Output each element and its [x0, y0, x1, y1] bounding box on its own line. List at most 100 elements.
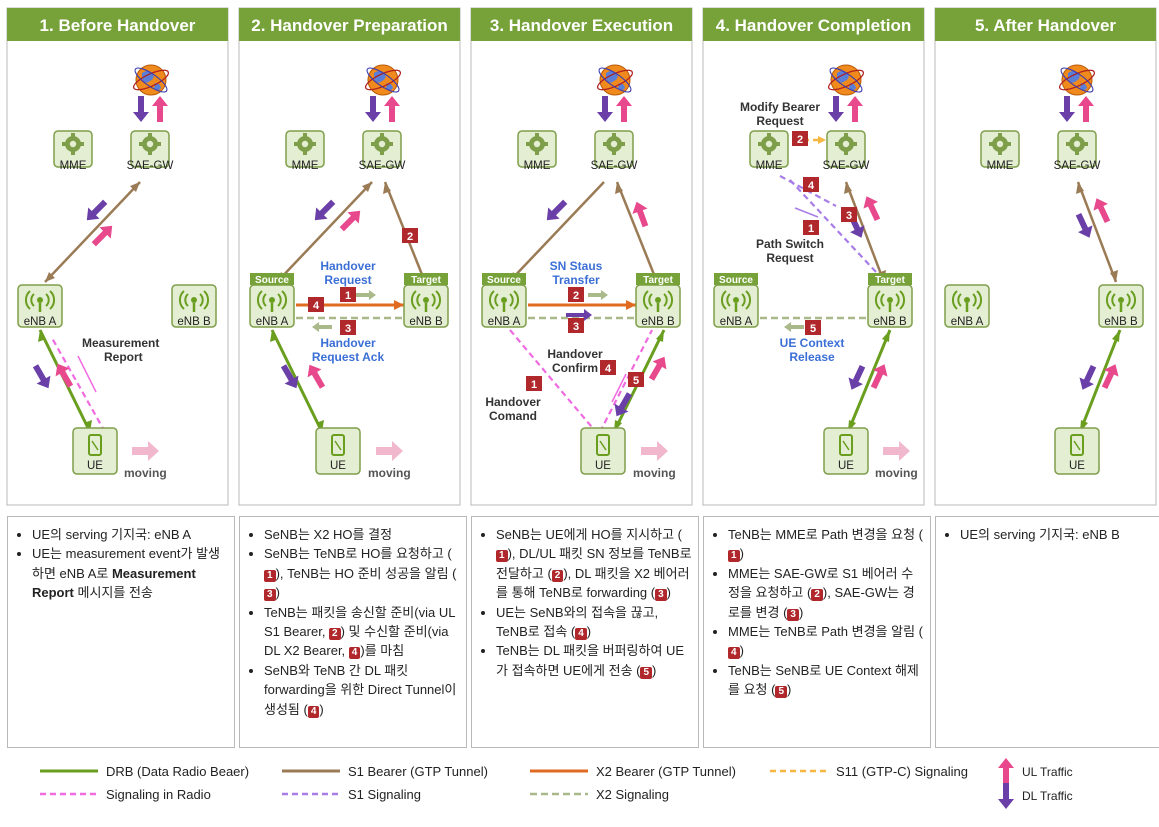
step-badge: 3: [787, 608, 799, 621]
description-list: UE의 serving 기지국: eNB B: [944, 525, 1156, 544]
panel-5-title: 5. After Handover: [975, 16, 1116, 35]
description-box-5: UE의 serving 기지국: eNB B: [935, 516, 1159, 748]
panel-2-title: 2. Handover Preparation: [251, 16, 448, 35]
panel-5-header: [935, 8, 1156, 41]
source-enb-a-node: Source eNB A: [248, 273, 296, 329]
svg-text:eNB B: eNB B: [641, 316, 675, 328]
measurement-label-2: Report: [104, 350, 143, 364]
description-list: SeNB는 X2 HO를 결정SeNB는 TeNB로 HO를 요청하고 (1),…: [248, 525, 460, 719]
step-badge: 4: [575, 628, 587, 641]
mme-node: MME: [517, 130, 557, 172]
s1-bearer-source-line: [276, 181, 373, 283]
svg-text:2: 2: [573, 290, 579, 302]
step-badge: [568, 318, 584, 333]
description-item: SeNB는 TeNB로 HO를 요청하고 (1), TeNB는 HO 준비 성공…: [264, 544, 460, 602]
legend-s1-bearer: S1 Bearer (GTP Tunnel): [282, 764, 488, 779]
mme-node: MME: [53, 130, 93, 172]
svg-text:5: 5: [633, 375, 639, 387]
step-badge: 2: [551, 569, 564, 582]
legend-x2-signaling: X2 Signaling: [530, 787, 669, 802]
handover-confirm-label-1: Handover: [547, 347, 603, 361]
description-item: SeNB는 X2 HO를 결정: [264, 525, 460, 544]
panel-1: 1. Before Handover: [6, 7, 229, 506]
drb-line: [1078, 329, 1122, 433]
step-badge: [340, 287, 356, 302]
step-badge: 1: [264, 569, 276, 582]
description-box-3: SeNB는 UE에게 HO를 지시하고 (1), DL/UL 패킷 SN 정보를…: [471, 516, 699, 748]
step-badge: [402, 228, 418, 243]
step-badge: [803, 177, 819, 192]
svg-text:S1 Bearer (GTP Tunnel): S1 Bearer (GTP Tunnel): [348, 764, 488, 779]
svg-text:Signaling in Radio: Signaling in Radio: [106, 787, 211, 802]
panel-2-diagram: 2 4 1 3 Handover Request Handover Reques…: [248, 63, 450, 480]
svg-text:SAE-GW: SAE-GW: [1054, 160, 1101, 172]
svg-text:UE: UE: [330, 460, 346, 472]
description-item: SeNB는 UE에게 HO를 지시하고 (1), DL/UL 패킷 SN 정보를…: [496, 525, 692, 603]
measurement-label-1: Measurement: [82, 336, 159, 350]
step-badge: [340, 320, 356, 335]
enb-b-node: eNB B: [170, 283, 218, 329]
step-badge: 4: [728, 647, 740, 660]
legend-dl-traffic: DL Traffic: [998, 783, 1073, 809]
legend-radio-signaling: Signaling in Radio: [40, 787, 211, 802]
description-item: TeNB는 SeNB로 UE Context 해제를 요청 (5): [728, 661, 924, 700]
description-item: TeNB는 DL 패킷을 버퍼링하여 UE가 접속하면 UE에게 전송 (5): [496, 641, 692, 680]
mme-node: MME: [749, 130, 789, 172]
svg-text:3: 3: [846, 210, 852, 222]
step-badge: 1: [728, 550, 740, 563]
sae-gw-node: SAE-GW: [591, 130, 637, 172]
enb-a-node: eNB A: [16, 283, 64, 329]
description-item: TeNB는 패킷을 송신할 준비(via UL S1 Bearer, 2) 및 …: [264, 603, 460, 661]
description-list: SeNB는 UE에게 HO를 지시하고 (1), DL/UL 패킷 SN 정보를…: [480, 525, 692, 680]
step-badge: [526, 376, 542, 391]
step-badge: [792, 131, 808, 146]
svg-text:SAE-GW: SAE-GW: [823, 160, 870, 172]
s1-bearer-target-line: [615, 181, 659, 283]
svg-text:eNB B: eNB B: [1104, 316, 1138, 328]
target-enb-b-node: Target eNB B: [866, 273, 914, 329]
description-item: SeNB와 TeNB 간 DL 패킷 forwarding을 위한 Direct…: [264, 661, 460, 719]
ue-context-label-2: Release: [789, 350, 835, 364]
target-enb-b-node: Target eNB B: [402, 273, 450, 329]
svg-text:DL Traffic: DL Traffic: [1022, 789, 1073, 803]
ue-node: UE: [580, 427, 626, 475]
modify-bearer-label-2: Request: [756, 114, 803, 128]
step-badge: 1: [496, 550, 508, 563]
path-switch-label-2: Request: [766, 251, 813, 265]
panel-5: 5. After Handover: [934, 7, 1157, 506]
step-badge: [308, 297, 324, 312]
svg-text:Target: Target: [411, 275, 441, 286]
panel-3-diagram: 2 3 SN Staus Transfer 1 4 5 Handover Con…: [480, 63, 682, 480]
description-item: UE의 serving 기지국: eNB A: [32, 525, 228, 544]
svg-text:4: 4: [313, 300, 320, 312]
ue-node: UE: [315, 427, 361, 475]
handover-command-label-2: Comand: [489, 409, 537, 423]
measurement-arrow: [77, 355, 97, 393]
panel-3: 3. Handover Execution: [470, 7, 693, 506]
ul-traffic-icon: [998, 758, 1014, 784]
svg-text:eNB A: eNB A: [951, 316, 984, 328]
enb-a-node: eNB A: [943, 283, 991, 329]
legend-s11: S11 (GTP-C) Signaling: [770, 764, 968, 779]
step-badge: 4: [348, 647, 361, 660]
ue-context-label-1: UE Context: [780, 336, 845, 350]
sn-status-label-2: Transfer: [552, 273, 600, 287]
svg-text:eNB A: eNB A: [24, 316, 57, 328]
sae-gw-node: SAE-GW: [1054, 130, 1101, 172]
handover-request-label-1: Handover: [320, 259, 376, 273]
svg-text:3: 3: [573, 321, 579, 333]
panel-4-diagram: 2 Modify Bearer Request 4 3 1 Path Switc…: [712, 63, 918, 480]
step-badge: 3: [655, 589, 667, 602]
step-badge: [568, 287, 584, 302]
step-badge: 4: [307, 705, 320, 718]
svg-text:Target: Target: [643, 275, 673, 286]
moving-label: moving: [633, 466, 676, 480]
sn-status-label-1: SN Staus: [550, 259, 603, 273]
step-badge: [803, 220, 819, 235]
svg-text:MME: MME: [292, 160, 319, 172]
legend-ul-traffic: UL Traffic: [998, 758, 1073, 784]
svg-text:DRB (Data Radio Beaer): DRB (Data Radio Beaer): [106, 764, 249, 779]
mme-node: MME: [980, 130, 1020, 172]
step-badge: [600, 360, 616, 375]
